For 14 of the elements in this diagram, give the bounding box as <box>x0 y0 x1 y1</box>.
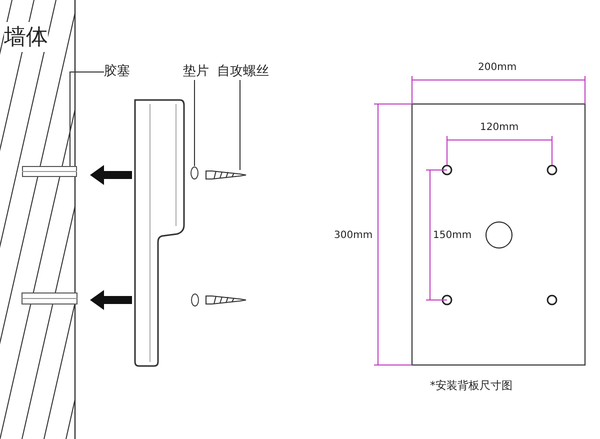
figure-caption: *安装背板尺寸图 <box>430 378 512 393</box>
part-label: 自攻螺丝 <box>217 64 269 80</box>
dimension-label: 150mm <box>433 230 472 241</box>
part-label: 墙体 <box>4 22 48 52</box>
part-label: 垫片 <box>183 64 209 80</box>
dimension-label: 300mm <box>334 230 373 241</box>
leader-line <box>194 80 195 166</box>
dimension-label: 200mm <box>478 62 517 73</box>
part-label: 胶塞 <box>104 64 130 80</box>
wall-plug-drawing <box>22 166 77 177</box>
screw-drawing <box>205 170 247 180</box>
leader-line <box>70 72 104 166</box>
dimension-label: 120mm <box>480 122 519 133</box>
washer-drawing <box>190 166 199 180</box>
